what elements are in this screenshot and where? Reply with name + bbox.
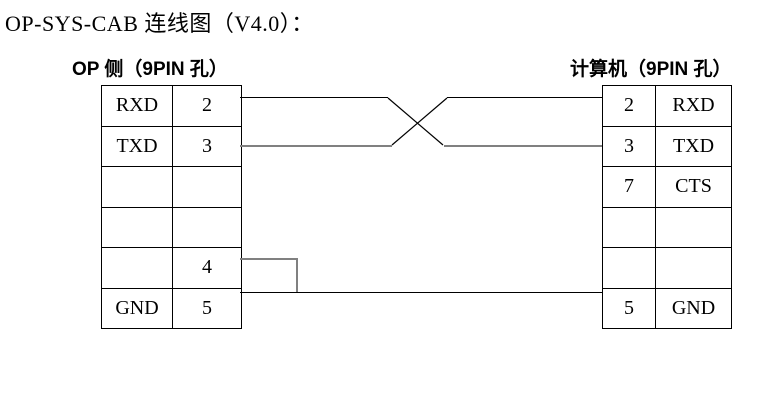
- pin-cell: 2: [172, 85, 242, 127]
- table-row: TXD 3: [101, 125, 242, 167]
- table-row: 2 RXD: [602, 85, 732, 127]
- signal-cell: [101, 166, 173, 208]
- pin-cell: 2: [602, 85, 656, 127]
- signal-cell: GND: [101, 287, 173, 329]
- signal-cell: [655, 206, 732, 248]
- signal-cell: CTS: [655, 166, 732, 208]
- table-row: 3 TXD: [602, 125, 732, 167]
- signal-cell: RXD: [655, 85, 732, 127]
- pin-cell: 7: [602, 166, 656, 208]
- table-row: [602, 247, 732, 289]
- table-row: [101, 206, 242, 248]
- pin-cell: 3: [602, 125, 656, 167]
- pin-cell: [602, 247, 656, 289]
- table-row: 7 CTS: [602, 166, 732, 208]
- table-row: [101, 166, 242, 208]
- signal-cell: TXD: [101, 125, 173, 167]
- signal-cell: TXD: [655, 125, 732, 167]
- signal-cell: [655, 247, 732, 289]
- table-row: RXD 2: [101, 85, 242, 127]
- signal-cell: [101, 206, 173, 248]
- left-table-header: OP 侧（9PIN 孔）: [72, 59, 228, 80]
- pin-cell: [602, 206, 656, 248]
- computer-side-pin-table: 2 RXD 3 TXD 7 CTS 5 GND: [602, 85, 732, 329]
- wire-cross-down-diagonal: [387, 97, 444, 146]
- signal-cell: GND: [655, 287, 732, 329]
- table-row: [602, 206, 732, 248]
- pin-cell: 5: [602, 287, 656, 329]
- pin-cell: 3: [172, 125, 242, 167]
- pin-cell: 5: [172, 287, 242, 329]
- page-title: OP-SYS-CAB 连线图（V4.0）：: [5, 11, 314, 36]
- table-row: 5 GND: [602, 287, 732, 329]
- table-row: GND 5: [101, 287, 242, 329]
- right-table-header: 计算机（9PIN 孔）: [570, 59, 732, 80]
- op-side-pin-table: RXD 2 TXD 3 4 GND 5: [101, 85, 242, 329]
- pin-cell: [172, 206, 242, 248]
- table-row: 4: [101, 247, 242, 289]
- pin-cell: 4: [172, 247, 242, 289]
- pin-cell: [172, 166, 242, 208]
- signal-cell: RXD: [101, 85, 173, 127]
- signal-cell: [101, 247, 173, 289]
- wire-cross-up-diagonal: [391, 97, 448, 146]
